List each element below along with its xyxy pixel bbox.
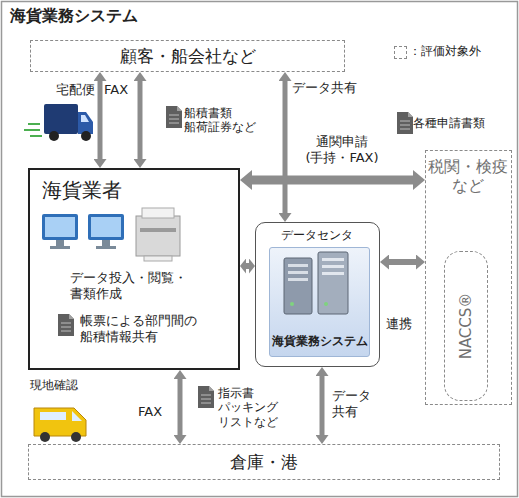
connector-arrow [252, 176, 413, 185]
customs-box: 税関・検疫など NACCS® [425, 150, 512, 405]
document-icon [209, 386, 214, 391]
document-icon [166, 106, 182, 128]
node-title: 海貨業者 [42, 178, 192, 202]
survey-van [34, 408, 86, 442]
document-icon [177, 106, 182, 111]
survey-van [40, 432, 50, 442]
legend-label: ：評価対象外 [409, 44, 481, 58]
document-icon [397, 112, 413, 134]
server-unit [288, 271, 308, 274]
pc-monitor [102, 240, 110, 246]
pc-monitor [42, 214, 78, 249]
connector-label: 通関申請 (手持・FAX) [294, 134, 390, 165]
annotation-label: 指示書 パッキングリストなど [218, 386, 280, 429]
document-icon [58, 314, 74, 336]
connector-label: データ共有 [292, 80, 357, 96]
server-unit [318, 252, 348, 314]
survey-van [34, 408, 86, 436]
node-text: データ投入・閲覧・書類作成 [70, 270, 194, 301]
node-title: 顧客・船会社など [31, 41, 344, 71]
node-title: 海貨業務システム [270, 334, 369, 348]
pc-monitor [88, 214, 124, 249]
pc-monitor [88, 214, 124, 240]
document-icon [400, 121, 410, 129]
delivery-truck [81, 115, 89, 122]
printer [142, 208, 174, 218]
server-unit [322, 258, 344, 261]
delivery-truck [49, 131, 59, 141]
document-icon [201, 395, 211, 403]
connector-arrow [138, 81, 143, 159]
connector-arrow [98, 81, 103, 159]
delivery-truck [24, 104, 93, 141]
document-icon [61, 323, 71, 331]
node-title: 倉庫・港 [29, 445, 499, 479]
server-unit [290, 302, 294, 306]
external-party-box: 顧客・船会社など [30, 40, 345, 72]
pc-monitor [42, 214, 78, 240]
connector-label: FAX [138, 404, 162, 420]
printer [140, 228, 176, 232]
survey-van [40, 412, 66, 420]
pc-monitor [96, 246, 116, 249]
legend-swatch [394, 46, 407, 59]
annotation-label: 各種申請書類 [413, 116, 503, 130]
pc-monitor [91, 217, 121, 237]
connector-arrow [283, 81, 288, 213]
connector-label: データ共有 [332, 388, 372, 419]
delivery-truck [24, 124, 42, 136]
document-icon [69, 314, 74, 319]
delivery-truck [78, 112, 93, 134]
document-icon [198, 386, 214, 408]
server-unit [284, 258, 312, 314]
document-icon [198, 386, 214, 408]
printer [144, 256, 172, 261]
warehouse-port-box: 倉庫・港 [28, 444, 500, 480]
document-icon [169, 115, 179, 123]
printer [136, 208, 180, 261]
connector-arrow [178, 379, 183, 435]
connector-arrow [320, 376, 325, 435]
printer [136, 216, 180, 256]
pc-monitor [56, 240, 64, 246]
delivery-truck [81, 131, 91, 141]
server-unit [324, 302, 328, 306]
naccs-box: NACCS® [444, 251, 488, 401]
node-text: 帳票による部門間の船積情報共有 [80, 313, 200, 344]
delivery-truck [44, 104, 78, 134]
server-unit [322, 265, 344, 268]
document-icon [58, 314, 74, 336]
annotation-label: 現地確認 [30, 378, 78, 392]
document-icon [166, 106, 182, 128]
connector-arrow [246, 263, 249, 269]
annotation-label: 船積書類 船荷証券など [184, 106, 262, 135]
server-unit [284, 258, 312, 314]
connector-arrow [389, 259, 416, 265]
server-unit [288, 278, 308, 281]
document-icon [397, 112, 413, 134]
diagram-title: 海貨業務システム [10, 6, 138, 25]
server-unit [288, 264, 308, 267]
server-unit [318, 252, 348, 314]
connector-label: FAX [104, 82, 128, 98]
document-icon [408, 112, 413, 117]
survey-van [71, 432, 81, 442]
forwarder-box: 海貨業者データ投入・閲覧・書類作成帳票による部門間の船積情報共有 [28, 168, 240, 370]
pc-monitor [45, 217, 75, 237]
connector-label: 連携 [386, 316, 412, 332]
connector-label: 宅配便 [56, 82, 95, 98]
node-title: 税関・検疫など [427, 157, 509, 195]
survey-van [72, 411, 82, 421]
server-unit [322, 272, 344, 275]
pc-monitor [50, 246, 70, 249]
node-title: データセンタ [256, 228, 378, 242]
node-title: NACCS® [457, 293, 475, 360]
